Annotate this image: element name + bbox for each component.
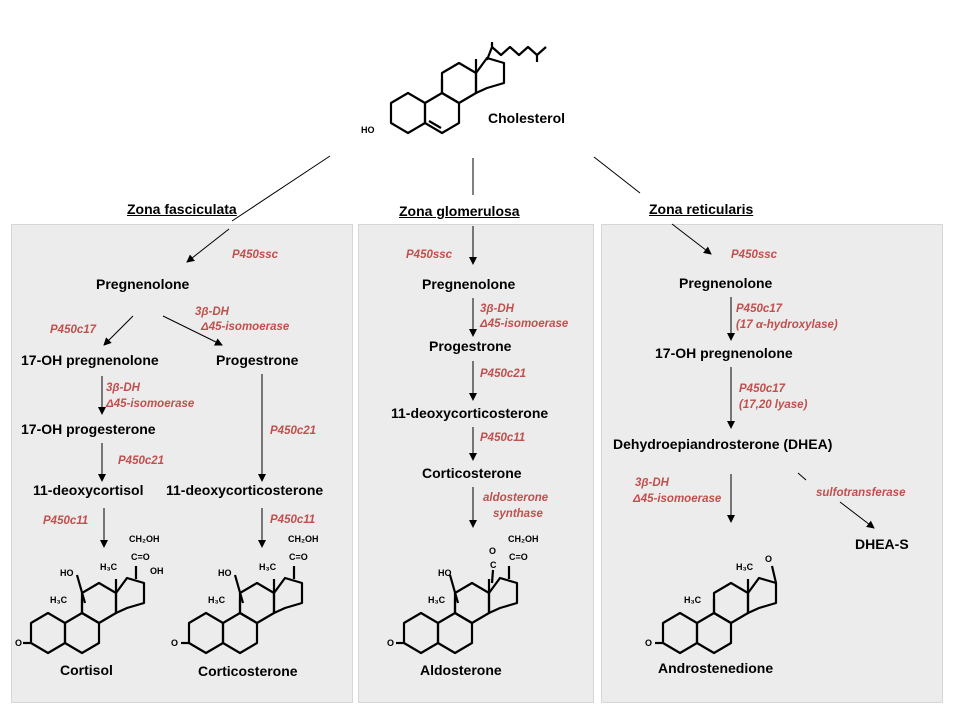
- 11-deoxycorticosterone-glomerulosa: 11-deoxycorticosterone: [391, 405, 549, 421]
- enzyme-isomerase-fasciculata-a: Δ45-isomoerase: [201, 321, 290, 333]
- enzyme-p450c17-fasciculata: P450c17: [50, 324, 97, 336]
- enzyme-1720-lyase-note: (17,20 lyase): [739, 399, 808, 411]
- progestrone-glomerulosa: Progestrone: [429, 338, 512, 354]
- cholesterol-ho-label: HO: [361, 125, 375, 135]
- aldosterone-structure: O H₃C HO O C C=O CH₂OH: [387, 534, 539, 655]
- enzyme-p450ssc-fasciculata: P450ssc: [232, 249, 279, 261]
- dhea-label: Dehydroepiandrosterone (DHEA): [613, 436, 833, 452]
- 17-oh-pregnenolone-fasciculata: 17-OH pregnenolone: [21, 352, 159, 368]
- zona-reticularis-title: Zona reticularis: [649, 201, 754, 217]
- cortisol-o-label: O: [15, 638, 22, 648]
- pregnenolone-fasciculata: Pregnenolone: [96, 276, 190, 292]
- dhea-s-label: DHEA-S: [855, 536, 909, 552]
- connector-lines: [231, 155, 641, 222]
- enzyme-sulfotransferase: sulfotransferase: [816, 487, 906, 499]
- cortisol-structure: O H₃C H₃C HO OH C=O CH₂OH: [15, 534, 164, 655]
- corticosterone-h3c-b: H₃C: [259, 562, 277, 572]
- enzyme-p450c11-fasciculata-b: P450c11: [270, 514, 316, 526]
- cortisol-ho-label: HO: [60, 568, 74, 578]
- aldosterone-aldehyde-o: O: [489, 546, 496, 556]
- enzyme-3bdh-fasciculata-b: 3β-DH: [106, 382, 140, 394]
- androstenedione-keto-o: O: [765, 554, 772, 564]
- 17-oh-pregnenolone-reticularis: 17-OH pregnenolone: [655, 345, 793, 361]
- 11-deoxycortisol-fasciculata: 11-deoxycortisol: [33, 482, 144, 498]
- corticosterone-label-fasciculata: Corticosterone: [198, 663, 298, 679]
- cortisol-ch2oh-label: CH₂OH: [129, 534, 160, 544]
- aldosterone-h3c-label: H₃C: [428, 595, 446, 605]
- corticosterone-h3c-a: H₃C: [208, 595, 226, 605]
- corticosterone-co-label: C=O: [289, 552, 308, 562]
- aldosterone-ch2oh-label: CH₂OH: [508, 534, 539, 544]
- enzyme-p450c11-fasciculata-a: P450c11: [43, 515, 89, 527]
- zona-fasciculata-panel: [11, 224, 353, 703]
- aldosterone-aldehyde-c: C: [490, 560, 497, 570]
- progestrone-fasciculata: Progestrone: [216, 352, 299, 368]
- enzyme-isomerase-reticularis: Δ45-isomoerase: [633, 493, 722, 505]
- enzyme-aldosterone-synthase-a: aldosterone: [483, 492, 549, 504]
- corticosterone-structure-fasciculata: O H₃C H₃C HO C=O CH₂OH: [171, 534, 319, 655]
- 11-deoxycorticosterone-fasciculata: 11-deoxycorticosterone: [166, 482, 324, 498]
- pregnenolone-reticularis: Pregnenolone: [679, 275, 773, 291]
- aldosterone-label: Aldosterone: [420, 662, 502, 678]
- corticosterone-glomerulosa: Corticosterone: [422, 465, 522, 481]
- enzyme-p450c21-fasciculata-b: P450c21: [270, 425, 317, 437]
- enzyme-p450c21-glomerulosa: P450c21: [480, 368, 527, 380]
- aldosterone-o-label: O: [387, 638, 394, 648]
- cortisol-oh-label: OH: [150, 566, 164, 576]
- enzyme-isomerase-glomerulosa: Δ45-isomoerase: [480, 318, 569, 330]
- enzyme-isomerase-fasciculata-b: Δ45-isomoerase: [106, 398, 195, 410]
- pathway-arrows: [98, 223, 875, 548]
- cortisol-h3c-a: H₃C: [50, 595, 68, 605]
- enzyme-aldosterone-synthase-b: synthase: [493, 508, 543, 520]
- zona-glomerulosa-panel: [358, 224, 594, 703]
- zona-reticularis-panel: [601, 224, 943, 703]
- androstenedione-h3c-a: H₃C: [684, 595, 702, 605]
- androstenedione-label: Androstenedione: [658, 660, 774, 676]
- androstenedione-structure: O H₃C H₃C O: [645, 554, 778, 655]
- cortisol-co-label: C=O: [131, 552, 150, 562]
- enzyme-p450c17-reticularis-a: P450c17: [736, 303, 783, 315]
- corticosterone-ho-label: HO: [218, 568, 232, 578]
- androstenedione-o-label: O: [645, 638, 652, 648]
- enzyme-p450c21-fasciculata-a: P450c21: [118, 455, 165, 467]
- enzyme-p450ssc-reticularis: P450ssc: [731, 249, 778, 261]
- corticosterone-ch2oh-label: CH₂OH: [288, 534, 319, 544]
- cortisol-label: Cortisol: [60, 662, 113, 678]
- zona-glomerulosa-title: Zona glomerulosa: [399, 203, 520, 219]
- cholesterol-structure: HO: [361, 42, 547, 135]
- corticosterone-o-label: O: [171, 638, 178, 648]
- enzyme-p450ssc-glomerulosa: P450ssc: [406, 249, 453, 261]
- enzyme-3bdh-fasciculata-a: 3β-DH: [195, 306, 229, 318]
- zona-fasciculata-title: Zona fasciculata: [127, 201, 237, 217]
- pregnenolone-glomerulosa: Pregnenolone: [422, 276, 516, 292]
- cortisol-h3c-b: H₃C: [100, 562, 118, 572]
- enzyme-p450c17-reticularis-b: P450c17: [739, 383, 786, 395]
- enzyme-3bdh-glomerulosa: 3β-DH: [480, 303, 514, 315]
- enzyme-3bdh-reticularis: 3β-DH: [635, 477, 669, 489]
- enzyme-17a-hydroxylase-note: (17 α-hydroxylase): [736, 319, 838, 331]
- 17-oh-progesterone-fasciculata: 17-OH progesterone: [21, 421, 156, 437]
- androstenedione-h3c-b: H₃C: [736, 562, 754, 572]
- cholesterol-label: Cholesterol: [488, 110, 566, 126]
- enzyme-p450c11-glomerulosa: P450c11: [480, 432, 526, 444]
- aldosterone-co-label: C=O: [509, 552, 528, 562]
- aldosterone-ho-label: HO: [438, 568, 452, 578]
